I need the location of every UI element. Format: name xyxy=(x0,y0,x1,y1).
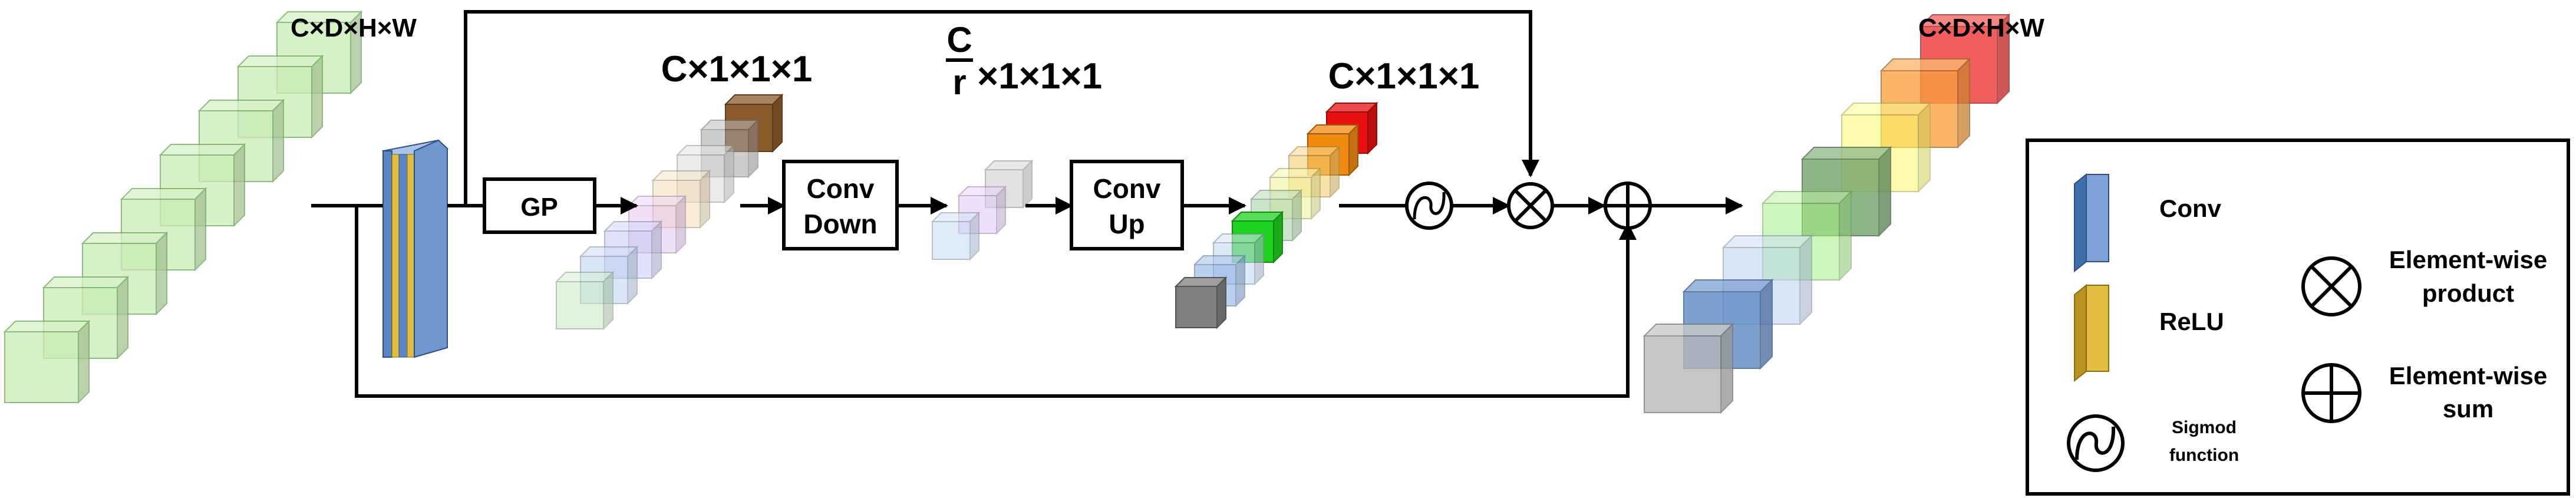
svg-text:×1×1×1: ×1×1×1 xyxy=(977,56,1102,97)
element-wise-sum-icon xyxy=(1604,182,1652,230)
output-cube xyxy=(1642,322,1734,414)
svg-text:Down: Down xyxy=(803,209,877,239)
element-wise-product-icon xyxy=(1507,182,1554,229)
svg-text:Conv: Conv xyxy=(1093,173,1161,204)
output-feature-stack xyxy=(1642,13,2011,414)
svg-text:r: r xyxy=(952,62,966,102)
conv-legend-icon xyxy=(2074,173,2109,273)
fraction-label: C r ×1×1×1 xyxy=(946,20,1102,102)
relu-legend-icon xyxy=(2074,283,2109,382)
legend-conv-label: Conv xyxy=(2159,194,2222,222)
output-dims-label: C×D×H×W xyxy=(1918,14,2044,42)
gp-block: GP xyxy=(483,177,596,234)
svg-text:Up: Up xyxy=(1109,209,1144,239)
svg-text:C: C xyxy=(946,20,972,60)
legend-sigmoid-line2: function xyxy=(2169,446,2239,465)
sigmoid-icon xyxy=(1405,182,1453,230)
legend-sum-line2: sum xyxy=(2443,395,2493,423)
legend-product-icon xyxy=(2301,256,2361,316)
svg-text:GP: GP xyxy=(520,193,558,222)
legend-product-line1: Element-wise xyxy=(2389,246,2547,273)
residual-line xyxy=(355,206,1637,398)
c111-left-label: C×1×1×1 xyxy=(661,49,813,90)
legend-sum-line1: Element-wise xyxy=(2389,362,2547,390)
svg-text:Conv: Conv xyxy=(807,173,875,204)
reduced-feature-stack xyxy=(931,159,1034,261)
input-cube xyxy=(3,319,91,404)
input-dims-label: C×D×H×W xyxy=(291,14,417,42)
conv-down-block: Conv Down xyxy=(782,160,899,250)
reduced-cube xyxy=(984,159,1034,209)
conv-up-block: Conv Up xyxy=(1070,160,1184,250)
skip-top-line xyxy=(464,10,1539,206)
reduced-cube xyxy=(931,211,981,261)
legend-product-line2: product xyxy=(2422,279,2514,307)
legend: Conv ReLU Sigmod function Element-wise p… xyxy=(2026,138,2570,496)
conv-relu-block xyxy=(381,139,449,358)
connections xyxy=(311,10,1743,398)
legend-sigmoid-icon xyxy=(2067,414,2125,472)
legend-sigmoid-line1: Sigmod xyxy=(2172,418,2237,437)
legend-sum-icon xyxy=(2301,363,2361,423)
expanded-feature-stack xyxy=(1174,101,1378,329)
c111-right-label: C×1×1×1 xyxy=(1328,56,1480,97)
legend-relu-label: ReLU xyxy=(2159,308,2224,335)
pooled-feature-stack xyxy=(555,93,784,331)
input-feature-stack xyxy=(3,10,363,404)
expanded-cube xyxy=(1174,276,1228,329)
pooled-cube xyxy=(555,271,615,331)
